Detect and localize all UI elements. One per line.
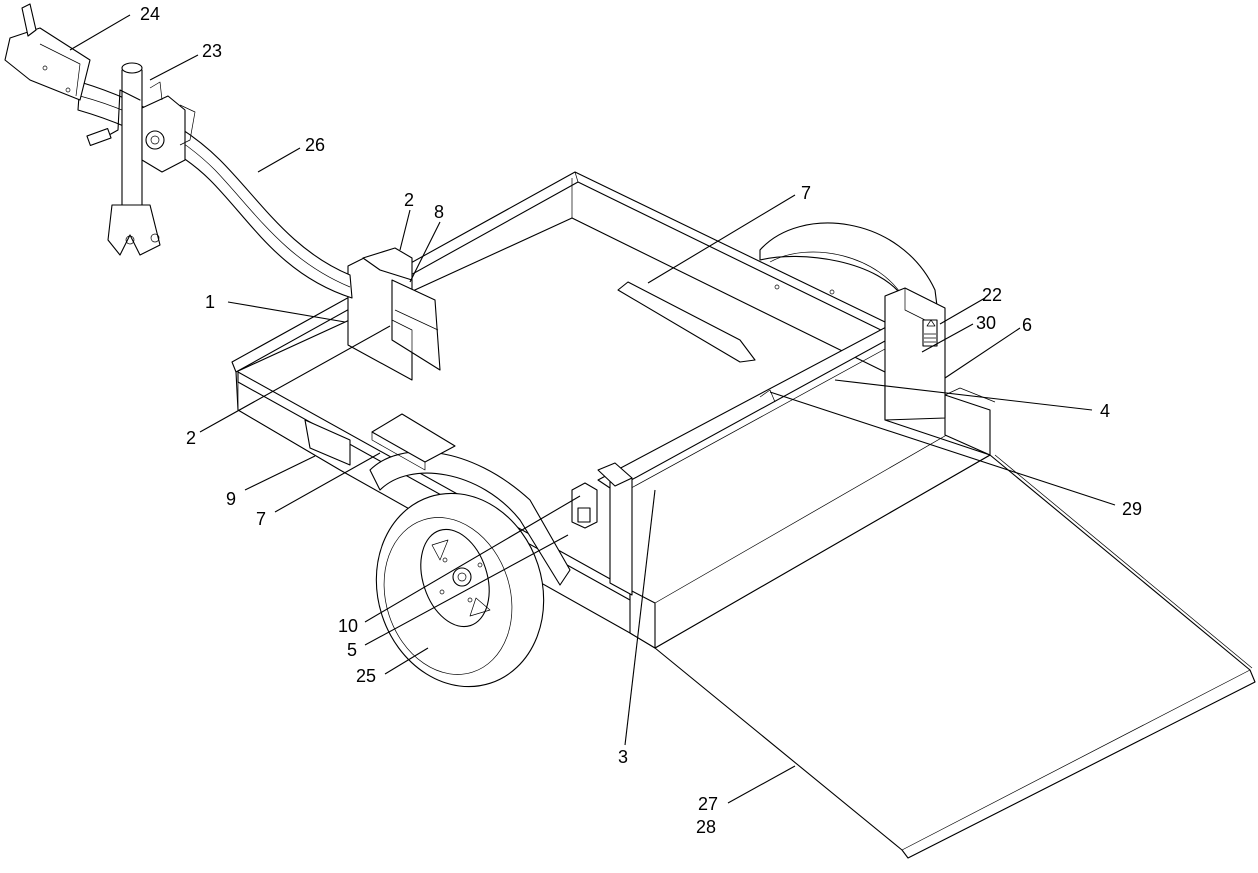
fender-bracket-left: [371, 413, 456, 471]
coupler: [4, 3, 91, 101]
callout-10: 10: [338, 616, 358, 636]
callout-29: 29: [1122, 499, 1142, 519]
leader-lines: [69, 14, 1116, 804]
callout-26: 26: [305, 135, 325, 155]
callout-2-top: 2: [404, 190, 414, 210]
latch-bracket: [571, 482, 598, 529]
callout-4: 4: [1100, 401, 1110, 421]
tongue-brackets: [347, 247, 441, 381]
callout-3: 3: [618, 747, 628, 767]
callout-30: 30: [976, 313, 996, 333]
callout-25: 25: [356, 666, 376, 686]
callout-24: 24: [140, 4, 160, 24]
callout-28: 28: [696, 817, 716, 837]
underside-skid: [304, 419, 351, 466]
loading-ramp: [654, 454, 1256, 859]
callout-2-bottom: 2: [186, 428, 196, 448]
callout-8: 8: [434, 202, 444, 222]
callout-6: 6: [1022, 315, 1032, 335]
fender-bracket-right: [617, 281, 756, 363]
callout-7-right: 7: [801, 183, 811, 203]
callout-9: 9: [226, 489, 236, 509]
callout-7-left: 7: [256, 509, 266, 529]
callout-5: 5: [347, 640, 357, 660]
callout-labels: 24 23 26 2 8 7 22 30 6 1 4 2 29 9 7 10 5…: [140, 4, 1142, 837]
tongue-jack: [86, 62, 196, 256]
callout-23: 23: [202, 41, 222, 61]
crossbar-assembly: [597, 287, 946, 596]
callout-27: 27: [698, 794, 718, 814]
callout-1: 1: [205, 292, 215, 312]
callout-22: 22: [982, 285, 1002, 305]
